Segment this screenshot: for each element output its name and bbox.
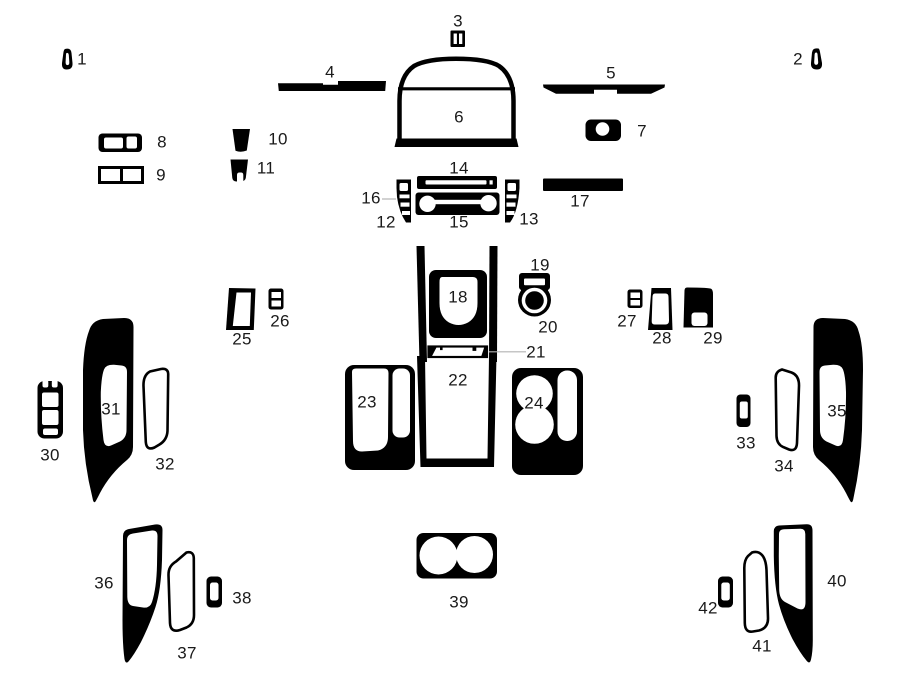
part-label-8: 8 <box>157 132 167 152</box>
part-40-shape <box>773 524 813 663</box>
part-label-7: 7 <box>637 121 647 141</box>
part-25-shape <box>226 288 256 330</box>
part-label-18: 18 <box>448 287 468 307</box>
part-33-shape <box>736 394 751 427</box>
part-34-shape <box>774 368 801 452</box>
part-label-16: 16 <box>361 188 381 208</box>
part-label-6: 6 <box>454 107 464 127</box>
part-label-4: 4 <box>325 62 335 82</box>
part-2-shape <box>810 48 823 70</box>
part-3-shape <box>450 30 465 47</box>
part-4-shape <box>278 81 386 91</box>
part-14-shape <box>417 176 497 189</box>
part-21-shape <box>427 345 489 359</box>
part-23-shape <box>345 365 415 470</box>
part-label-37: 37 <box>177 643 197 663</box>
part-label-33: 33 <box>736 433 756 453</box>
part-1-shape <box>61 48 73 70</box>
part-38-shape <box>206 576 222 608</box>
part-label-40: 40 <box>827 571 847 591</box>
part-8-shape <box>98 133 142 152</box>
part-18-shape <box>429 270 487 338</box>
part-label-1: 1 <box>77 49 87 69</box>
part-label-14: 14 <box>449 158 469 178</box>
part-label-19: 19 <box>530 255 550 275</box>
part-label-42: 42 <box>698 598 718 618</box>
part-label-11: 11 <box>256 158 276 178</box>
part-28-shape <box>648 288 673 330</box>
part-label-34: 34 <box>774 456 794 476</box>
part-19-20-shape <box>518 273 551 317</box>
part-31-shape <box>83 318 134 503</box>
part-label-39: 39 <box>449 592 469 612</box>
part-30-shape <box>37 380 63 439</box>
part-label-24: 24 <box>524 393 544 413</box>
part-39-shape <box>416 533 497 579</box>
part-7-shape <box>585 119 621 141</box>
part-11-shape <box>230 159 248 182</box>
part-label-27: 27 <box>617 311 637 331</box>
part-label-25: 25 <box>232 329 252 349</box>
part-10-shape <box>232 129 250 152</box>
part-13-shape <box>505 179 520 223</box>
part-35-shape <box>813 318 863 503</box>
part-label-28: 28 <box>652 328 672 348</box>
part-label-35: 35 <box>827 401 847 421</box>
part-label-10: 10 <box>268 129 288 149</box>
part-15-shape <box>415 192 500 215</box>
part-32-shape <box>142 367 170 450</box>
part-label-20: 20 <box>538 317 558 337</box>
part-22-shape <box>417 356 497 467</box>
part-label-36: 36 <box>94 573 114 593</box>
part-36-shape <box>122 524 163 663</box>
part-label-29: 29 <box>703 328 723 348</box>
part-label-13: 13 <box>519 209 539 229</box>
part-label-15: 15 <box>449 212 469 232</box>
part-label-32: 32 <box>155 454 175 474</box>
part-label-12: 12 <box>376 212 396 232</box>
part-label-5: 5 <box>606 63 616 83</box>
part-label-3: 3 <box>453 11 463 31</box>
part-5-shape <box>543 84 665 94</box>
part-29-shape <box>683 287 713 328</box>
part-label-22: 22 <box>448 370 468 390</box>
part-26-shape <box>268 288 284 310</box>
part-42-shape <box>718 576 733 608</box>
part-37-shape <box>167 550 196 632</box>
part-6-shape <box>394 56 519 147</box>
part-label-26: 26 <box>270 311 290 331</box>
part-17-shape <box>543 178 623 191</box>
part-label-23: 23 <box>357 392 377 412</box>
part-12-shape <box>396 179 411 223</box>
part-24-shape <box>512 368 583 475</box>
part-label-31: 31 <box>101 399 121 419</box>
part-9-shape <box>98 166 144 184</box>
part-label-2: 2 <box>793 49 803 69</box>
part-label-9: 9 <box>156 165 166 185</box>
part-label-17: 17 <box>570 191 590 211</box>
part-label-30: 30 <box>40 445 60 465</box>
part-41-shape <box>742 550 770 633</box>
console-rails-shape <box>416 246 498 362</box>
part-label-38: 38 <box>232 588 252 608</box>
part-27-shape <box>627 289 643 308</box>
part-label-41: 41 <box>752 636 772 656</box>
part-label-21: 21 <box>526 342 546 362</box>
